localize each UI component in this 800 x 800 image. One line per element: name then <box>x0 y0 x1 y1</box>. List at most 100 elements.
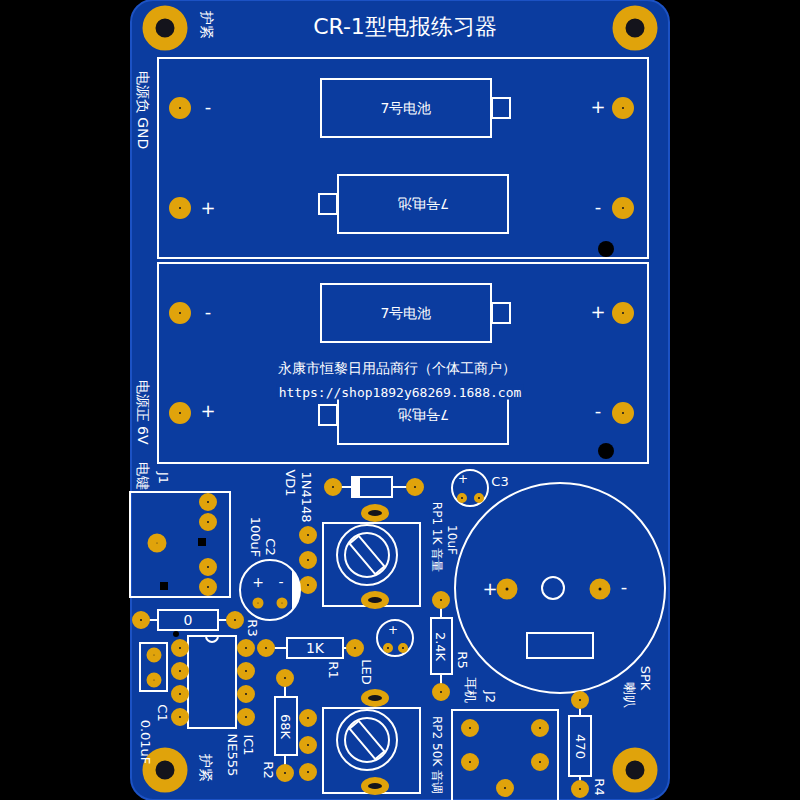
resistor-body: 2.4K <box>430 617 453 675</box>
solder-pad <box>361 504 389 522</box>
part-value: 10uF <box>446 525 458 555</box>
solder-pad <box>361 689 389 707</box>
speaker-marking <box>527 633 593 658</box>
potentiometer-slot <box>350 721 385 759</box>
potentiometer-knob <box>337 525 397 585</box>
solder-pad <box>575 784 585 794</box>
part-text: 7号电池 <box>381 101 432 115</box>
solder-pad <box>175 643 185 653</box>
solder-pad <box>175 666 185 676</box>
jack-outline <box>452 710 558 800</box>
pad-hole <box>368 783 382 789</box>
speaker-hole <box>542 577 564 599</box>
battery-tab <box>319 405 337 425</box>
solder-pad <box>500 783 510 793</box>
battery-holder-outline <box>158 263 648 463</box>
solder-pad <box>575 695 585 705</box>
solder-pad <box>617 307 629 319</box>
solder-pad <box>280 673 290 683</box>
lead-line <box>392 486 407 488</box>
solder-pad <box>361 591 389 609</box>
solder-pad <box>241 666 251 676</box>
solder-pad <box>535 723 545 733</box>
part-ref: VD1 <box>284 469 297 496</box>
solder-pad <box>280 768 290 778</box>
part-ref: LED <box>360 659 373 684</box>
solder-pad <box>465 723 475 733</box>
capacitor-outline <box>240 560 300 620</box>
pad-hole <box>368 695 382 701</box>
speaker-outline <box>455 483 665 693</box>
solder-pad <box>400 645 406 651</box>
solder-pad <box>535 757 545 767</box>
resistor-body: 470 <box>568 715 592 777</box>
part-ref: R2 <box>262 761 275 778</box>
part-value: 100uF <box>249 517 262 558</box>
solder-pad <box>350 643 360 653</box>
power-label: 电源负 GND <box>136 71 150 150</box>
lead-line <box>440 608 442 617</box>
pad-hole <box>368 510 382 516</box>
solder-pad <box>303 580 313 590</box>
solder-pad <box>150 651 158 659</box>
polarity-mark: + <box>590 303 605 321</box>
solder-pad <box>361 777 389 795</box>
part-text: 2.4K <box>435 631 448 660</box>
silk-note: 护紧 <box>200 11 214 39</box>
battery-outline: 7号电池 <box>320 78 492 138</box>
diode-symbol <box>352 477 392 497</box>
pin1-dot <box>173 631 179 637</box>
solder-pad <box>174 102 186 114</box>
solder-pad <box>459 495 465 501</box>
solder-pad <box>303 767 313 777</box>
solder-pad <box>174 202 186 214</box>
solder-pad <box>617 407 629 419</box>
battery-tab <box>492 303 510 323</box>
solder-pad <box>303 530 313 540</box>
part-ref: C2 <box>264 538 277 555</box>
potentiometer-knob <box>345 718 389 762</box>
part-ref: R1 <box>327 661 340 678</box>
part-ref: IC1 <box>242 734 255 755</box>
solder-pad <box>230 615 240 625</box>
part-text: 68K <box>280 713 293 738</box>
solder-pad <box>436 595 446 605</box>
solder-pad <box>385 645 391 651</box>
polarity-mark: + <box>482 580 497 598</box>
polarity-mark: - <box>205 303 212 321</box>
diode-band <box>352 477 360 497</box>
solder-pad <box>303 555 313 565</box>
lead-line <box>284 686 286 696</box>
jack-outline <box>130 492 230 597</box>
capacitor-marking <box>292 570 300 611</box>
resistor-body: 1K <box>286 637 344 659</box>
potentiometer-knob <box>345 533 389 577</box>
part-text: 7号电池 <box>398 197 449 211</box>
solder-pad <box>617 202 629 214</box>
part-value: RP2 50K 音调 <box>431 716 443 794</box>
part-ref: R3 <box>246 619 259 636</box>
part-value: RP1 1K 音量 <box>431 502 443 572</box>
led-outline <box>377 620 413 656</box>
part-ref: J2 <box>484 691 497 703</box>
polarity-mark: - <box>595 198 602 216</box>
via-dot <box>160 582 168 590</box>
solder-pad <box>174 307 186 319</box>
battery-outline: 7号电池 <box>320 283 492 343</box>
ic-notch <box>206 636 218 642</box>
part-ref: C1 <box>156 704 169 721</box>
solder-pad <box>136 615 146 625</box>
lead-line <box>149 619 157 621</box>
via-dot <box>598 443 614 459</box>
potentiometer-slot <box>350 536 385 574</box>
lead-line <box>579 708 581 715</box>
polarity-mark: + <box>200 402 215 420</box>
part-ref: R4 <box>593 778 606 795</box>
battery-tab <box>319 194 337 214</box>
capacitor-outline <box>140 643 167 691</box>
solder-pad <box>203 497 213 507</box>
solder-pad <box>175 689 185 699</box>
watermark: https://shop1892y68269.1688.com <box>277 385 524 400</box>
